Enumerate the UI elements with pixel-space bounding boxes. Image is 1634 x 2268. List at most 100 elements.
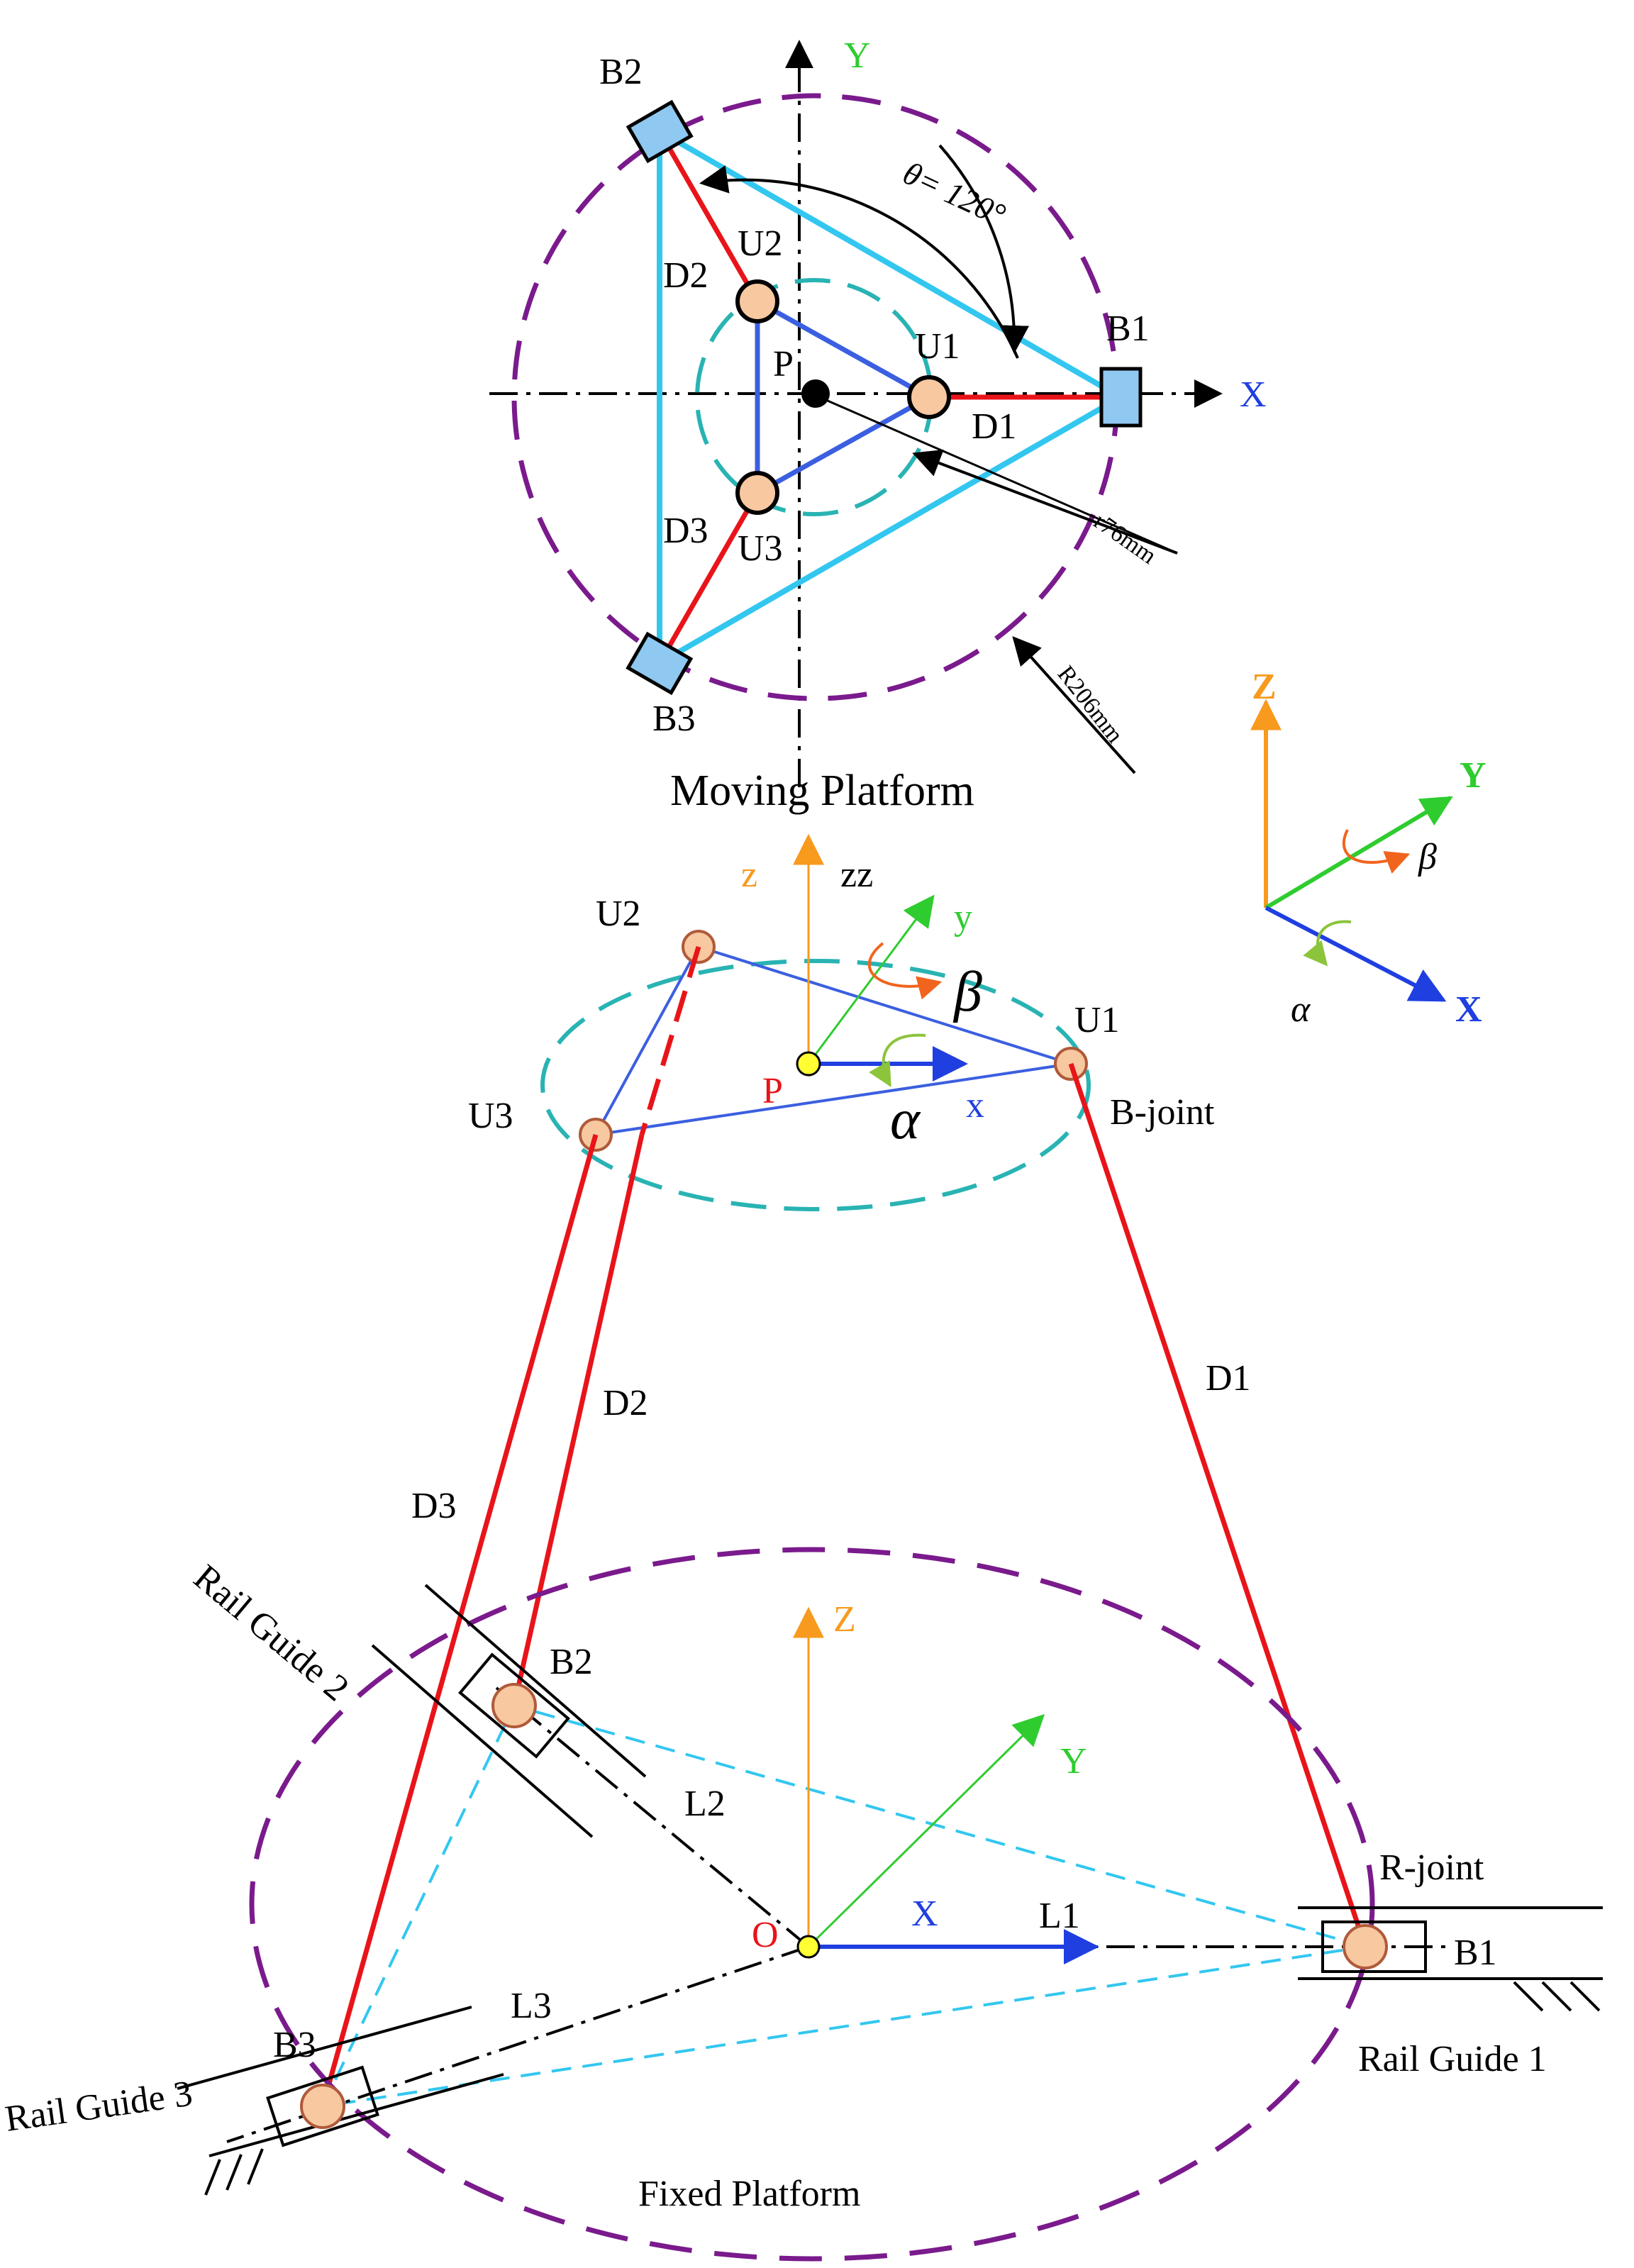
theta-label: θ= 120°: [898, 155, 1011, 233]
moving-p-label: P: [762, 1071, 783, 1111]
leg-d1-label: D1: [1206, 1358, 1251, 1399]
fixed-b2-label: B2: [550, 1642, 593, 1682]
frame-beta-label: β: [1418, 837, 1437, 877]
fixed-z-label: Z: [833, 1599, 856, 1640]
top-u3-label: U3: [738, 528, 783, 569]
rail2-label: Rail Guide 2: [186, 1557, 356, 1709]
r-arrow: [912, 450, 1178, 555]
leg-d2: [511, 1134, 645, 1706]
fixed-origin: [796, 1935, 821, 1959]
moving-u2-label: U2: [596, 894, 641, 934]
moving-ellipse: [540, 959, 1091, 1211]
top-u1-joint: [907, 375, 951, 419]
leg-d2-hidden: [639, 945, 701, 1136]
frame-y-label: Y: [1460, 755, 1486, 796]
top-b3-block: [626, 631, 694, 696]
top-u2-joint: [735, 279, 779, 323]
top-d3-label: D3: [663, 511, 708, 551]
fixed-platform-title: Fixed Platform: [638, 2174, 860, 2214]
rail1-hatch-1: [1513, 1981, 1544, 2012]
moving-beta-arc: [867, 942, 943, 1000]
rail3-hatch-3: [247, 2148, 264, 2185]
fixed-x-label: X: [911, 1894, 938, 1934]
moving-y-label: y: [954, 897, 972, 938]
moving-u1-label: U1: [1074, 1000, 1120, 1040]
fixed-l2-label: L2: [684, 1784, 726, 1824]
moving-alpha-arc: [869, 1033, 926, 1087]
moving-y-axis: [807, 894, 935, 1064]
fixed-b3-label: B3: [273, 2025, 316, 2065]
rail1-label: Rail Guide 1: [1358, 2039, 1547, 2079]
rail3-slider: [266, 2065, 379, 2147]
top-b1-block: [1099, 367, 1143, 428]
frame-alpha-arc: [1303, 920, 1352, 967]
fixed-b1-joint: [1343, 1924, 1388, 1969]
rail3-hatch-2: [226, 2154, 243, 2191]
rail1-slider: [1321, 1920, 1427, 1973]
top-u2-label: U2: [738, 223, 783, 264]
top-d1-label: D1: [972, 406, 1017, 447]
fixed-y-axis: [807, 1713, 1045, 1948]
rail1-hatch-3: [1569, 1981, 1601, 2012]
fixed-l3-label: L3: [511, 1986, 552, 2026]
top-d2-label: D2: [663, 255, 708, 296]
R-arrow: [1012, 636, 1136, 774]
top-axis-y-label: Y: [844, 35, 871, 76]
top-center-p: [801, 379, 830, 408]
moving-x-label: x: [966, 1085, 984, 1125]
leg-d3-label: D3: [411, 1486, 457, 1526]
moving-center-p: [796, 1051, 821, 1077]
fixed-base-triangle: [320, 1703, 1366, 2108]
theta-arc: [699, 165, 1019, 359]
r-leader: [822, 397, 1178, 555]
rail3-label: Rail Guide 3: [3, 2073, 195, 2139]
leg-d2-label: D2: [603, 1383, 648, 1423]
rail3-top: [177, 2006, 472, 2090]
rjoint-label: R-joint: [1379, 1847, 1484, 1888]
top-leg-d2: [657, 130, 760, 303]
leg-d1: [1068, 1062, 1368, 1948]
rail3-bottom: [209, 2073, 504, 2157]
moving-z-label: z: [741, 855, 757, 895]
top-b1-label: B1: [1106, 308, 1150, 349]
moving-zz-label: zz: [840, 855, 873, 895]
top-platform-triangle: [755, 297, 935, 497]
top-p-label: P: [773, 344, 794, 384]
frame-alpha-label: α: [1291, 989, 1311, 1030]
rail2-bottom: [371, 1644, 594, 1838]
top-b2-label: B2: [599, 52, 643, 92]
legs: D1 D2 D3: [320, 945, 1368, 2107]
top-axis-x-label: X: [1240, 374, 1267, 415]
frame-beta-arc: [1342, 829, 1411, 874]
moving-alpha-label: α: [890, 1089, 921, 1151]
fixed-ellipse: [249, 1547, 1375, 2262]
frame-x-label: X: [1455, 989, 1482, 1030]
fixed-b3-joint: [300, 2084, 345, 2129]
fixed-b2-joint: [491, 1683, 537, 1728]
moving-u3-label: U3: [468, 1096, 513, 1136]
fixed-l1-label: L1: [1039, 1896, 1080, 1936]
r-label: r76mm: [1089, 508, 1161, 569]
reference-frame: Z Y X β α: [1250, 667, 1486, 1030]
moving-triangle: [593, 945, 1072, 1137]
R-label: R206mm: [1052, 661, 1128, 748]
top-b3-label: B3: [652, 699, 696, 739]
rail1-hatch-2: [1541, 1981, 1572, 2012]
fixed-platform: Z Y X O L1 L2 L3 B1 B2 B3 R-joint Rail G…: [3, 1547, 1603, 2262]
top-leg-d3: [657, 491, 760, 665]
fixed-y-label: Y: [1060, 1741, 1087, 1781]
frame-y-axis: [1265, 796, 1453, 910]
top-view: Y X θ= 120° r76mm R206mm B1: [489, 35, 1267, 815]
frame-z-label: Z: [1252, 667, 1277, 707]
bjoint-label: B-joint: [1110, 1092, 1215, 1133]
moving-platform-title: Moving Platform: [670, 767, 974, 815]
moving-beta-label: β: [952, 961, 982, 1023]
rail2-centerline: [495, 1686, 810, 1948]
theta-arc-b: [938, 144, 1030, 354]
frame-x-axis: [1265, 906, 1447, 1002]
fixed-b1-label: B1: [1454, 1933, 1497, 1973]
fixed-o-label: O: [752, 1915, 779, 1955]
leg-d3: [320, 1134, 599, 2107]
moving-platform: z zz y x P β α U1 U2 U3 B-joint: [468, 833, 1215, 1211]
